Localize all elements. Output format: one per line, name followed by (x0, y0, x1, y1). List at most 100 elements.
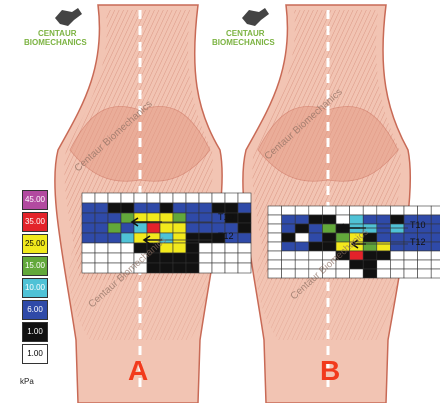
pressure-cell (146, 192, 161, 204)
pressure-cell (308, 232, 323, 243)
pressure-cell (107, 262, 122, 274)
logo-a-line1: CENTAUR (38, 29, 77, 38)
pressure-cell (390, 232, 405, 243)
pressure-cell (211, 192, 226, 204)
pressure-cell (198, 262, 213, 274)
pressure-cell (81, 192, 96, 204)
pressure-cell (294, 214, 310, 225)
pressure-cell (224, 242, 239, 254)
legend-swatch: 15.00 (22, 256, 48, 276)
pressure-cell (376, 232, 391, 243)
horse-logo-icon (242, 8, 269, 26)
pressure-cell (159, 262, 174, 274)
pressure-cell (159, 252, 174, 264)
pressure-cell (267, 259, 282, 270)
pressure-cell (281, 232, 296, 243)
pressure-cell (430, 232, 440, 243)
pressure-cell (376, 250, 391, 261)
pressure-cell (159, 202, 174, 214)
logo-b-line1: CENTAUR (226, 29, 265, 38)
pressure-cell (172, 192, 187, 204)
pressure-cell (430, 250, 440, 261)
pressure-cell (294, 259, 310, 270)
legend-unit: kPa (20, 377, 34, 386)
legend-swatch: 45.00 (22, 190, 48, 210)
pressure-cell (185, 242, 200, 254)
pressure-cell (107, 242, 122, 254)
pressure-cell (281, 259, 296, 270)
pressure-cell (390, 214, 405, 225)
pressure-cell (185, 222, 200, 234)
pressure-cell (390, 205, 405, 216)
pressure-cell (403, 205, 418, 216)
pressure-cell (237, 192, 252, 204)
pressure-cell (224, 252, 239, 264)
pressure-cell (133, 192, 148, 204)
pressure-cell (403, 250, 418, 261)
pressure-map-a (81, 192, 252, 274)
pressure-cell (94, 192, 109, 204)
legend-swatch: 1.00 (22, 322, 48, 342)
horse-back-illustration-b (242, 4, 412, 403)
pressure-cell (107, 232, 122, 244)
pressure-cell (390, 268, 405, 279)
pressure-cell (120, 232, 135, 244)
pressure-cell (417, 268, 432, 279)
pressure-cell (349, 259, 364, 270)
pressure-cell (94, 242, 109, 254)
pressure-cell (107, 222, 122, 234)
pressure-cell (308, 241, 323, 252)
pressure-cell (322, 214, 337, 225)
label-t12-b: T12 (410, 237, 426, 247)
pressure-cell (211, 252, 226, 264)
legend-swatch: 6.00 (22, 300, 48, 320)
pressure-cell (211, 242, 226, 254)
pressure-cell (281, 250, 296, 261)
pressure-cell (81, 232, 96, 244)
pressure-cell (322, 205, 337, 216)
label-t10-a: T10 (218, 212, 234, 222)
logo-a: CENTAUR BIOMECHANICS (24, 8, 87, 47)
pressure-cell (362, 268, 378, 279)
pressure-cell (159, 222, 174, 234)
pressure-cell (185, 232, 200, 244)
pressure-cell (81, 262, 96, 274)
pressure-cell (390, 250, 405, 261)
pressure-cell (237, 202, 252, 214)
pressure-cell (417, 250, 432, 261)
pressure-cell (430, 214, 440, 225)
pressure-cell (172, 262, 187, 274)
pressure-cell (267, 205, 282, 216)
pressure-cell (198, 202, 213, 214)
pressure-cell (390, 259, 405, 270)
pressure-cell (308, 205, 323, 216)
legend-swatch: 1.00 (22, 344, 48, 364)
pressure-cell (81, 252, 96, 264)
pressure-cell (185, 212, 200, 224)
pressure-cell (294, 241, 310, 252)
pressure-cell (390, 223, 405, 234)
pressure-cell (185, 252, 200, 264)
pressure-cell (294, 205, 310, 216)
pressure-cell (172, 242, 187, 254)
pressure-cell (94, 212, 109, 224)
pressure-cell (107, 252, 122, 264)
pressure-cell (376, 223, 391, 234)
legend-swatch: 10.00 (22, 278, 48, 298)
pressure-cell (198, 232, 213, 244)
pressure-cell (94, 252, 109, 264)
pressure-cell (281, 205, 296, 216)
pressure-cell (430, 205, 440, 216)
pressure-cell (349, 205, 364, 216)
pressure-cell (322, 232, 337, 243)
pressure-cell (159, 192, 174, 204)
pressure-cell (211, 262, 226, 274)
pressure-cell (376, 241, 391, 252)
pressure-cell (237, 212, 252, 224)
pressure-cell (120, 222, 135, 234)
pressure-cell (308, 214, 323, 225)
pressure-cell (362, 250, 378, 261)
legend-swatch: 25.00 (22, 234, 48, 254)
pressure-cell (349, 268, 364, 279)
